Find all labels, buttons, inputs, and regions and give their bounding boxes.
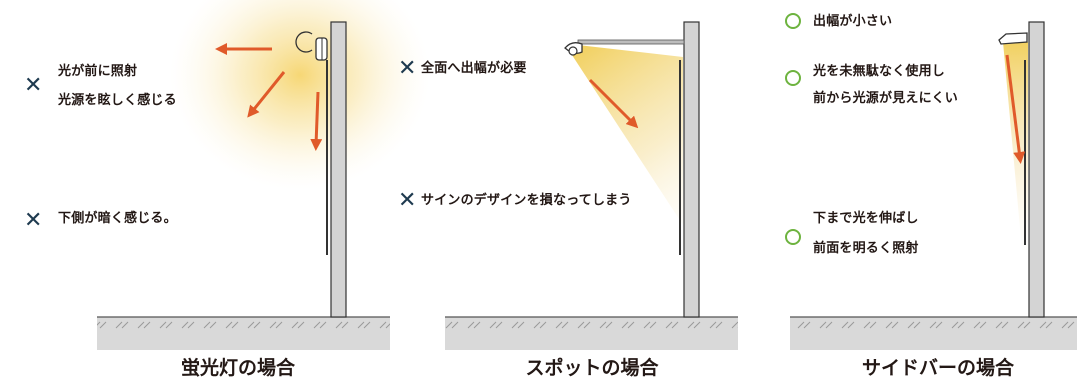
- ground-hatch: [97, 317, 390, 329]
- cross-mark: ✕: [24, 73, 43, 98]
- light-glow: [170, 0, 430, 190]
- cross-mark: ✕: [24, 208, 43, 233]
- pole: [330, 21, 347, 318]
- light-beam: [1003, 42, 1028, 250]
- note-line: 出幅が小さい: [813, 14, 893, 29]
- note-line: 光源を眩しく感じる: [58, 93, 177, 108]
- pole: [683, 21, 700, 318]
- light-arrow: [1005, 54, 1026, 164]
- ground-hatch: [790, 317, 1077, 329]
- note-line: 下まで光を伸ばし: [813, 211, 919, 226]
- light-arrow: [247, 71, 286, 118]
- light-arrow: [310, 91, 323, 151]
- pole: [1028, 21, 1045, 318]
- ground-hatch: [445, 317, 738, 329]
- panel-caption: 蛍光灯の場合: [180, 357, 295, 379]
- note-line: 光が前に照射: [58, 64, 138, 79]
- note-line: 全面へ出幅が必要: [421, 61, 527, 76]
- fluorescent-lamp: [295, 31, 328, 61]
- circle-mark: [785, 13, 801, 29]
- note-line: 下側が暗く感じる。: [58, 211, 177, 226]
- circle-mark: [785, 70, 801, 86]
- note-line: 前から光源が見えにくい: [813, 91, 958, 106]
- spot-arm: [577, 39, 685, 45]
- panel-caption: スポットの場合: [525, 357, 659, 379]
- panel-fluorescent: [97, 0, 430, 350]
- spot-lamp: [564, 42, 583, 56]
- panel-sidebar: [790, 21, 1077, 350]
- circle-mark: [785, 229, 801, 245]
- cross-mark: ✕: [398, 188, 417, 213]
- note-line: 前面を明るく照射: [813, 241, 919, 256]
- note-line: サインのデザインを損なってしまう: [421, 193, 632, 208]
- note-line: 光を未無駄なく使用し: [813, 64, 946, 79]
- sidebar-lamp: [998, 32, 1028, 45]
- panel-caption: サイドバーの場合: [861, 357, 1014, 379]
- cross-mark: ✕: [398, 56, 417, 81]
- panel-spot: [445, 21, 738, 350]
- light-arrow: [588, 78, 639, 129]
